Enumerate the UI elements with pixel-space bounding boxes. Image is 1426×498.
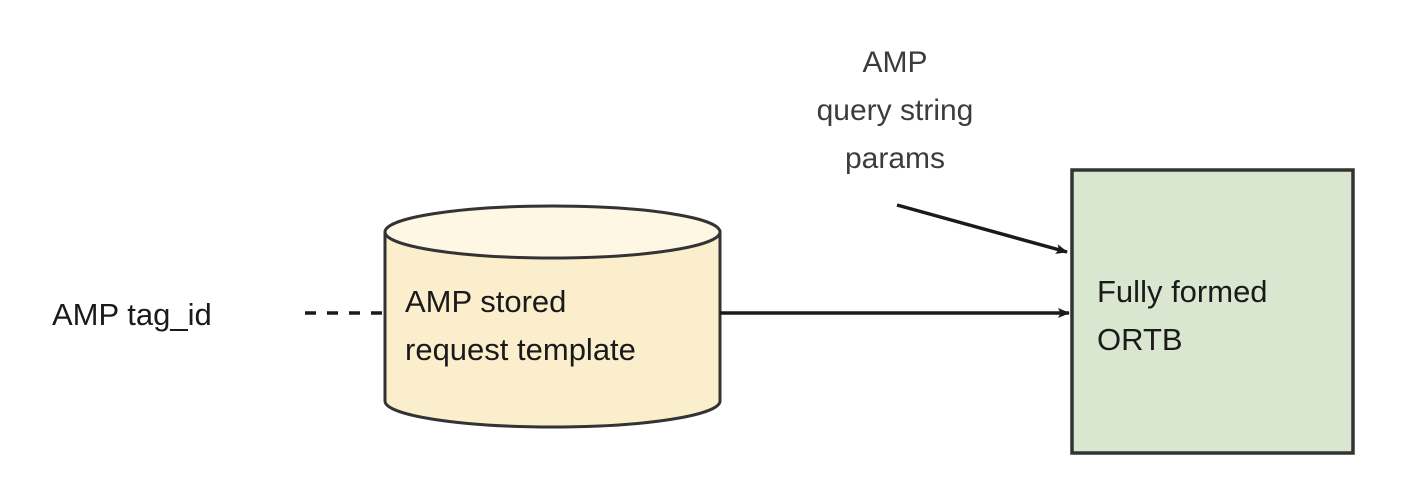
cylinder-label-line-2: request template [405,332,636,367]
connector-params-to-ortb [896,203,1068,254]
annotation-line-3: params [845,142,945,175]
node-amp-stored-request-template[interactable]: AMP stored request template [383,204,722,429]
ortb-label-line-2: ORTB [1097,322,1183,357]
annotation-amp-query-string-params: AMP query string params [817,46,974,175]
ortb-label-line-1: Fully formed [1097,274,1268,309]
input-label-amp-tag-id: AMP tag_id [52,297,212,332]
ortb-box-rect [1070,168,1355,455]
cylinder-body [383,230,722,429]
cylinder-top-ellipse [383,204,722,260]
node-fully-formed-ortb[interactable]: Fully formed ORTB [1070,168,1355,455]
diagonal-arrow-line [896,203,1068,254]
annotation-line-2: query string [817,94,974,127]
annotation-line-1: AMP [862,46,927,79]
cylinder-label-line-1: AMP stored [405,284,566,319]
